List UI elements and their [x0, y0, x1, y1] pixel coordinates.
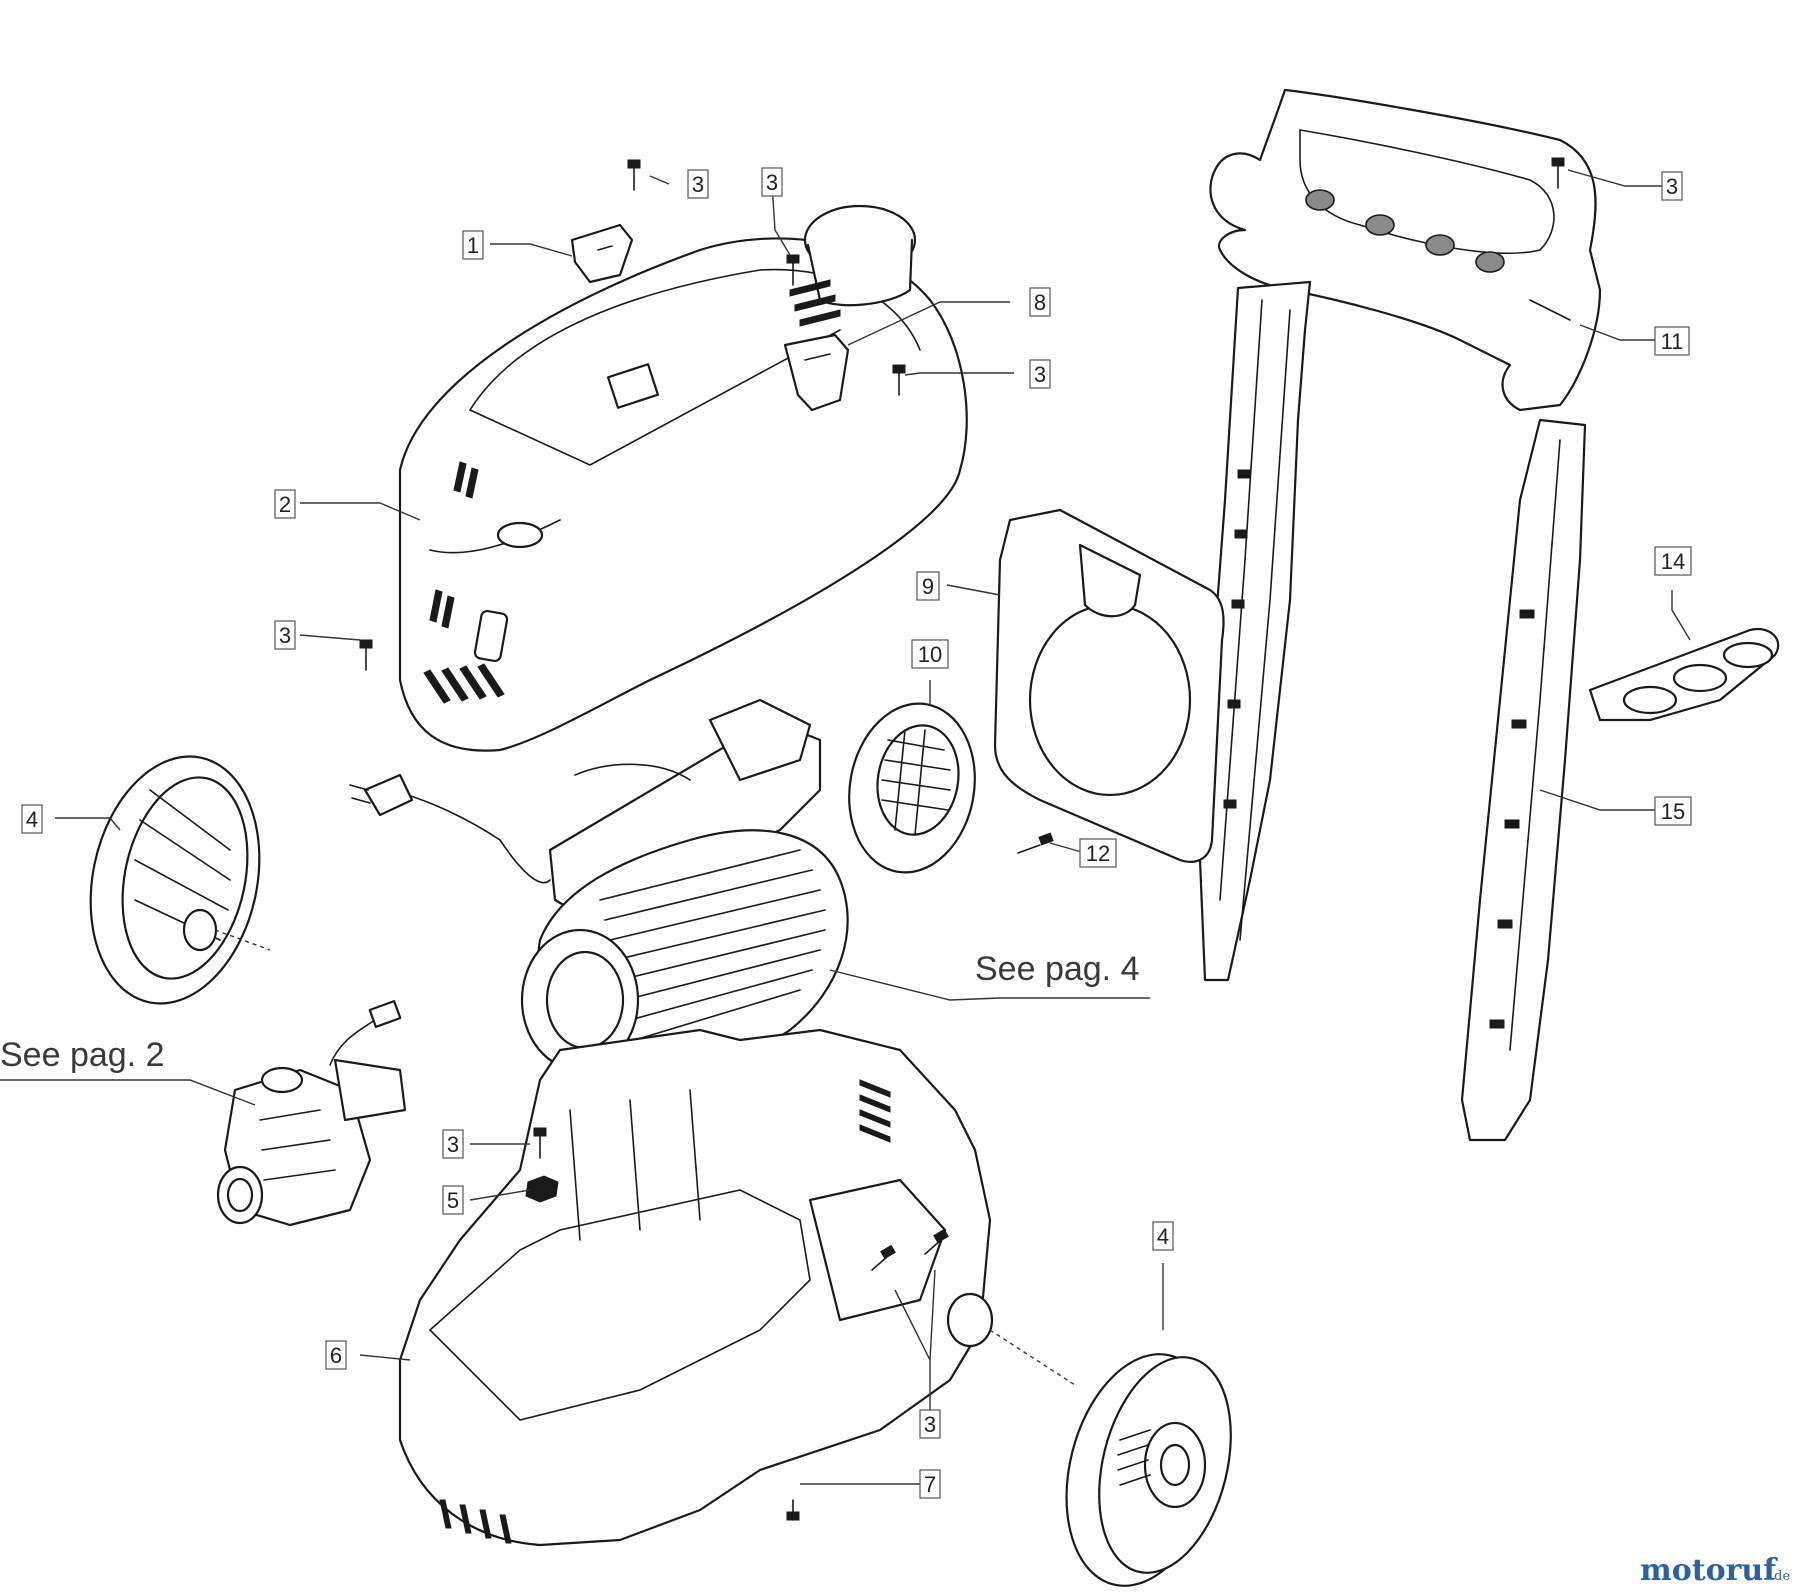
- brand-name: motoruf: [1640, 1553, 1778, 1588]
- label-text: 7: [924, 1472, 936, 1497]
- label-text: 3: [692, 172, 704, 197]
- label-part-4-left: 4: [21, 804, 43, 834]
- label-text: 12: [1086, 841, 1110, 866]
- label-text: 3: [447, 1132, 459, 1157]
- screw-icon: [786, 1499, 800, 1521]
- part-labels: 1 3 3 8 3 2 3 4: [21, 167, 1692, 1499]
- label-part-14: 14: [1654, 546, 1692, 576]
- label-text: 9: [922, 574, 934, 599]
- label-part-11: 11: [1654, 326, 1690, 356]
- label-text: 3: [279, 623, 291, 648]
- screw-icon: [1017, 832, 1054, 854]
- label-text: 4: [26, 807, 38, 832]
- base-chassis-part-6: [398, 1028, 1076, 1547]
- screw-icon: [924, 1228, 949, 1255]
- label-text: 3: [1034, 362, 1046, 387]
- label-part-5: 5: [442, 1185, 464, 1215]
- label-part-15: 15: [1654, 796, 1692, 826]
- cover-clip-part-8: [783, 333, 850, 412]
- base-louvers: [439, 1079, 891, 1544]
- label-part-10: 10: [911, 639, 949, 669]
- right-wheel-part-4: [1065, 1353, 1232, 1587]
- motor-page-reference: See pag. 4: [975, 950, 1139, 988]
- screw-icon: [359, 639, 373, 671]
- label-part-12: 12: [1079, 838, 1117, 868]
- label-part-1: 1: [462, 230, 484, 260]
- label-part-3f: 3: [442, 1129, 464, 1159]
- top-cover-part: [398, 204, 968, 752]
- handle-part-11: [1209, 88, 1602, 412]
- label-text: 6: [330, 1343, 342, 1368]
- label-text: 14: [1661, 549, 1685, 574]
- screw-icon: [627, 159, 641, 191]
- label-part-3a: 3: [687, 169, 709, 199]
- label-text: 11: [1661, 329, 1684, 354]
- label-part-3d: 3: [274, 620, 296, 650]
- hose-holder-part-14: [1588, 627, 1780, 722]
- label-text: 8: [1034, 290, 1046, 315]
- screw-icon: [533, 1127, 547, 1159]
- label-text: 2: [279, 492, 291, 517]
- screw-icon: [892, 364, 906, 396]
- top-vent-slots: [789, 279, 841, 327]
- label-part-2: 2: [274, 489, 296, 519]
- motor-fins: [599, 849, 826, 1041]
- label-text: 3: [924, 1412, 936, 1437]
- fan-cover-part-10: [848, 702, 976, 874]
- cover-clip-part-1: [570, 223, 634, 284]
- screw-icon: [1551, 157, 1565, 189]
- label-text: 1: [467, 233, 479, 258]
- brand-tld: .de: [1770, 1569, 1790, 1584]
- right-frame-rail-part-15: [1460, 418, 1587, 1142]
- label-part-4-right: 4: [1152, 1221, 1174, 1251]
- gasket-plate-part-9: [993, 508, 1225, 863]
- label-text: 3: [1666, 174, 1678, 199]
- pump-unit: [216, 999, 407, 1227]
- screw-icon: [786, 254, 800, 286]
- brand-watermark: motoruf .de: [1640, 1553, 1790, 1588]
- screws: [359, 157, 1565, 1521]
- nut-icon: [525, 1175, 559, 1203]
- pump-page-reference: See pag. 2: [0, 1036, 164, 1074]
- label-part-3g: 3: [919, 1409, 941, 1439]
- label-text: 4: [1157, 1224, 1169, 1249]
- screw-icon: [871, 1244, 896, 1271]
- label-part-7: 7: [919, 1469, 941, 1499]
- label-text: 15: [1661, 799, 1685, 824]
- label-part-8: 8: [1029, 287, 1051, 317]
- left-frame-rail: [1198, 280, 1312, 982]
- label-part-6: 6: [325, 1340, 347, 1370]
- front-vent-slots: [423, 461, 505, 704]
- label-part-9: 9: [916, 571, 940, 601]
- label-text: 5: [447, 1188, 459, 1213]
- label-part-3b: 3: [761, 167, 783, 197]
- label-text: 10: [918, 642, 942, 667]
- label-text: 3: [766, 170, 778, 195]
- label-part-3c: 3: [1029, 359, 1051, 389]
- motor-block: [349, 698, 849, 1072]
- label-part-3e: 3: [1661, 171, 1683, 201]
- left-wheel-part-4: [89, 755, 271, 1005]
- leader-lines: [0, 169, 1691, 1485]
